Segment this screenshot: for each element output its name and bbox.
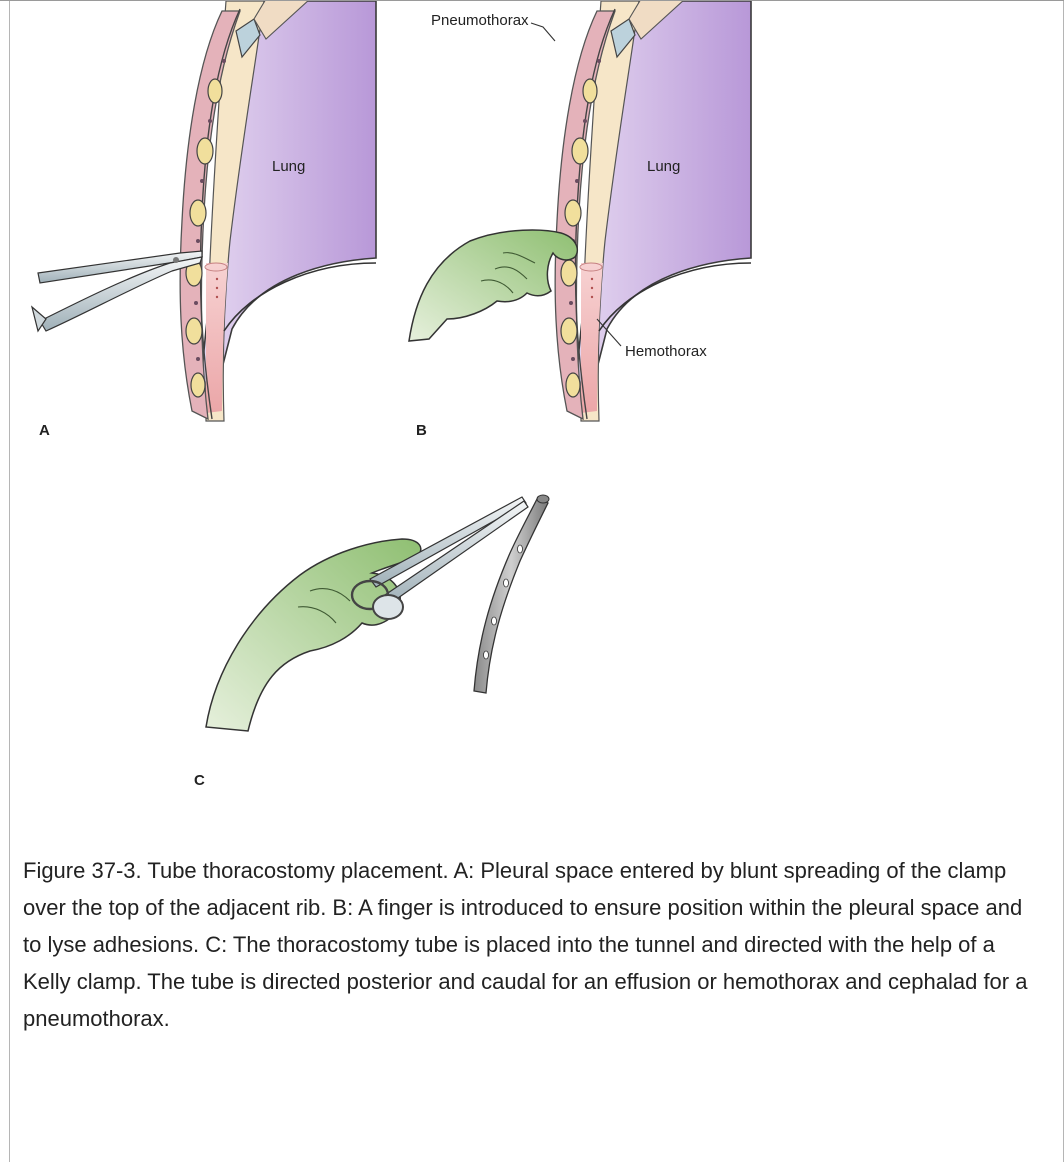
panel-c: C (194, 495, 549, 789)
hemothorax-label: Hemothorax (625, 343, 707, 360)
panel-a-chest-wall (180, 1, 376, 421)
panel-b-pneumothorax-leader (531, 23, 555, 41)
pneumothorax-label: Pneumothorax (431, 12, 529, 29)
figure-illustration: Lung A Pneumothorax Lung Hemothorax B (10, 1, 770, 801)
panel-b-gloved-hand (409, 230, 577, 341)
panel-a: Lung A (32, 1, 376, 439)
panel-c-letter: C (194, 772, 205, 789)
panel-b-lung-label: Lung (647, 158, 680, 175)
panel-a-letter: A (39, 422, 50, 439)
panel-b-letter: B (416, 422, 427, 439)
panel-c-gloved-hand (206, 539, 421, 731)
panel-a-lung-label: Lung (272, 158, 305, 175)
panel-a-clamp (32, 251, 202, 331)
figure-caption: Figure 37-3. Tube thoracostomy placement… (23, 852, 1043, 1037)
panel-b: Pneumothorax Lung Hemothorax B (409, 1, 751, 439)
